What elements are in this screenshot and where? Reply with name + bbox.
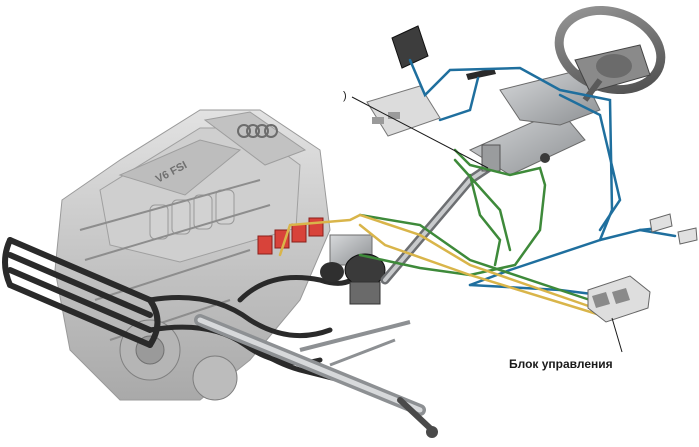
control-unit-label: Блок управления bbox=[509, 357, 613, 371]
leader-line-marker bbox=[351, 96, 489, 169]
engine-cover bbox=[118, 139, 242, 196]
steering-rack bbox=[194, 314, 438, 438]
engine: V6 FSI bbox=[54, 109, 331, 401]
power-steering-pump bbox=[320, 234, 386, 305]
connector-pair bbox=[649, 213, 698, 245]
callout-marker: ) bbox=[343, 90, 347, 102]
wiring-yellow bbox=[278, 213, 612, 320]
leader-line-control-unit bbox=[611, 317, 623, 353]
power-steering-cooler bbox=[2, 237, 161, 348]
wiring-blue bbox=[408, 58, 677, 297]
engine-intake-runners bbox=[149, 189, 235, 240]
brand-logo bbox=[237, 124, 278, 138]
leader-lines bbox=[351, 96, 623, 353]
control-unit bbox=[587, 275, 651, 323]
control-module-top bbox=[366, 25, 496, 137]
wiring-green bbox=[358, 148, 592, 302]
steering-angle-module bbox=[366, 85, 441, 137]
